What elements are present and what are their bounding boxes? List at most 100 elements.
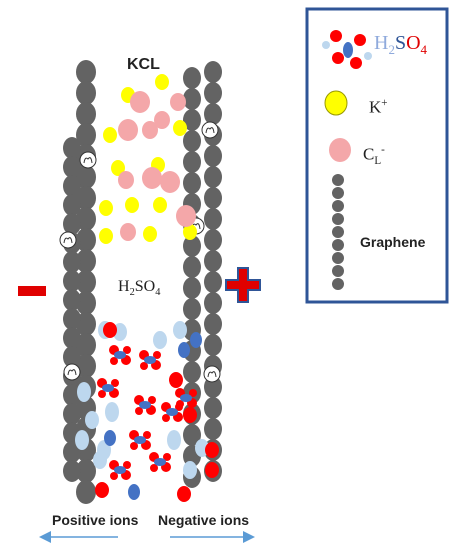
- sulfur-atom: [190, 332, 202, 348]
- graphene-atom: [76, 207, 96, 231]
- hydrogen-atom: [167, 430, 181, 450]
- graphene-atom: [204, 82, 222, 104]
- cl-ion: [118, 119, 138, 141]
- graphene-atom: [63, 289, 81, 311]
- oxygen-atom: [123, 346, 131, 354]
- oxygen-atom: [162, 414, 170, 422]
- k-ion: [173, 120, 187, 136]
- sulfur-atom: [134, 436, 146, 444]
- graphene-atom: [183, 172, 201, 194]
- carbon-ring-icon: [63, 363, 81, 381]
- graphene-atom: [63, 441, 81, 463]
- graphene-atom: [76, 81, 96, 105]
- legend-sulfur-atom: [343, 42, 353, 58]
- graphene-atom: [204, 103, 222, 125]
- graphene-atom: [76, 354, 96, 378]
- graphene-atom: [63, 327, 81, 349]
- kcl-ion-region: [99, 74, 197, 244]
- graphene-atom: [183, 109, 201, 131]
- k-ion: [143, 226, 157, 242]
- graphene-atom: [63, 251, 81, 273]
- graphene-atom: [204, 397, 222, 419]
- oxygen-atom: [95, 482, 109, 498]
- graphene-atom: [63, 137, 81, 159]
- graphene-atom: [63, 156, 81, 178]
- sulfur-atom: [144, 356, 156, 364]
- sulfur-atom: [114, 466, 126, 474]
- graphene-atom: [63, 346, 81, 368]
- legend-graphics: [322, 30, 372, 290]
- k-ion: [125, 197, 139, 213]
- oxygen-atom: [189, 389, 197, 397]
- oxygen-atom: [150, 464, 158, 472]
- hydrogen-atom: [85, 411, 99, 429]
- graphene-atom: [63, 270, 81, 292]
- positive-ions-label: Positive ions: [52, 512, 139, 528]
- legend-graphene-atom: [332, 200, 344, 212]
- legend-cl-ion: [329, 138, 351, 162]
- cl-ion: [130, 91, 150, 113]
- oxygen-atom: [205, 442, 219, 458]
- hydrogen-atom: [75, 430, 89, 450]
- hydrogen-atom: [183, 461, 197, 479]
- legend-graphene-atom: [332, 265, 344, 277]
- oxygen-atom: [110, 472, 118, 480]
- oxygen-atom: [143, 431, 151, 439]
- graphene-atom: [63, 384, 81, 406]
- graphene-atom: [204, 166, 222, 188]
- oxygen-atom: [169, 372, 183, 388]
- sulfur-atom: [178, 342, 190, 358]
- sulfur-atom: [180, 394, 192, 402]
- legend-oxygen-atom: [332, 52, 344, 64]
- graphene-atom: [183, 88, 201, 110]
- legend-cl-label: CL-: [363, 144, 385, 168]
- oxygen-atom: [177, 486, 191, 502]
- k-ion: [155, 74, 169, 90]
- graphene-atom: [63, 194, 81, 216]
- graphene-atom: [204, 334, 222, 356]
- sulfur-atom: [154, 458, 166, 466]
- cl-ion: [170, 93, 186, 111]
- h2so4-label: H2SO4: [118, 278, 161, 299]
- legend-graphene-atom: [332, 174, 344, 186]
- cl-ion: [154, 111, 170, 129]
- oxygen-atom: [135, 407, 143, 415]
- carbon-rings: [59, 121, 221, 383]
- graphene-atom: [183, 67, 201, 89]
- cl-ion: [142, 167, 162, 189]
- graphene-atom: [204, 250, 222, 272]
- oxygen-atom: [176, 400, 184, 408]
- oxygen-atom: [163, 453, 171, 461]
- legend-graphene-atom: [332, 226, 344, 238]
- legend-graphene-atom: [332, 252, 344, 264]
- graphene-atom: [76, 123, 96, 147]
- oxygen-atom: [98, 390, 106, 398]
- hydrogen-atom: [173, 321, 187, 339]
- legend-k-label: K+: [369, 97, 388, 117]
- k-ion: [99, 200, 113, 216]
- sulfur-atom: [128, 484, 140, 500]
- legend-h2so4-label: H2SO4: [374, 32, 428, 57]
- h2so4-ion-region: [75, 321, 219, 502]
- graphene-atom: [183, 256, 201, 278]
- negative-terminal-sign: [18, 286, 46, 296]
- carbon-ring-icon: [79, 151, 97, 169]
- graphene-atom: [204, 187, 222, 209]
- graphene-atom: [183, 130, 201, 152]
- oxygen-atom: [140, 362, 148, 370]
- graphene-atom: [76, 270, 96, 294]
- graphene-atom: [63, 175, 81, 197]
- oxygen-atom: [103, 322, 117, 338]
- graphene-atom: [204, 208, 222, 230]
- graphene-atom: [76, 312, 96, 336]
- carbon-ring-icon: [203, 365, 221, 383]
- graphene-atom: [63, 308, 81, 330]
- graphene-atom: [63, 460, 81, 482]
- oxygen-atom: [111, 379, 119, 387]
- sulfur-atom: [104, 430, 116, 446]
- graphene-atom: [183, 235, 201, 257]
- graphene-atom: [76, 480, 96, 504]
- graphene-atom: [204, 271, 222, 293]
- legend-hydrogen-atom: [322, 41, 330, 49]
